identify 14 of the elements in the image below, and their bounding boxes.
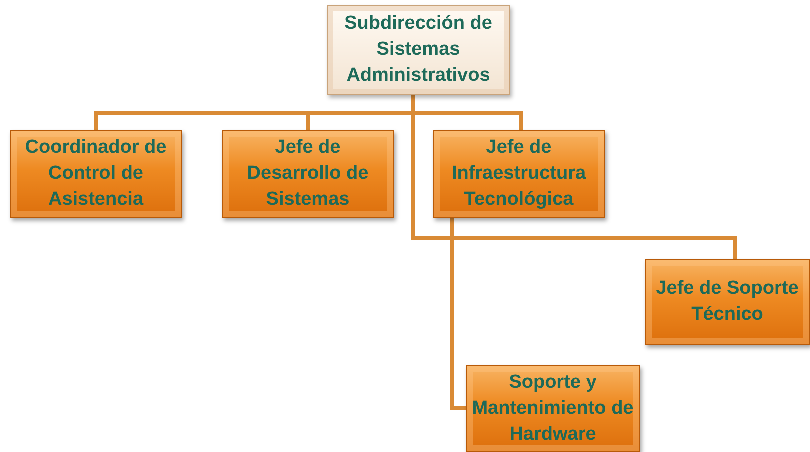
org-box xyxy=(222,130,394,218)
org-box xyxy=(466,365,640,452)
box-label: Jefe de Infraestructura Tecnológica xyxy=(450,136,588,212)
connector-line xyxy=(450,218,466,410)
org-box xyxy=(645,259,810,345)
box-label: Coordinador de Control de Asistencia xyxy=(24,136,168,212)
box-label: Subdirección de Sistemas Administrativos xyxy=(344,12,494,88)
box-label: Jefe de Soporte Técnico xyxy=(655,277,800,327)
org-box xyxy=(10,130,182,218)
title-box xyxy=(327,5,510,95)
connector-line xyxy=(411,95,737,259)
org-box xyxy=(433,130,605,218)
box-label: Jefe de Desarrollo de Sistemas xyxy=(246,136,370,212)
box-label: Soporte y Mantenimiento de Hardware xyxy=(471,370,635,446)
